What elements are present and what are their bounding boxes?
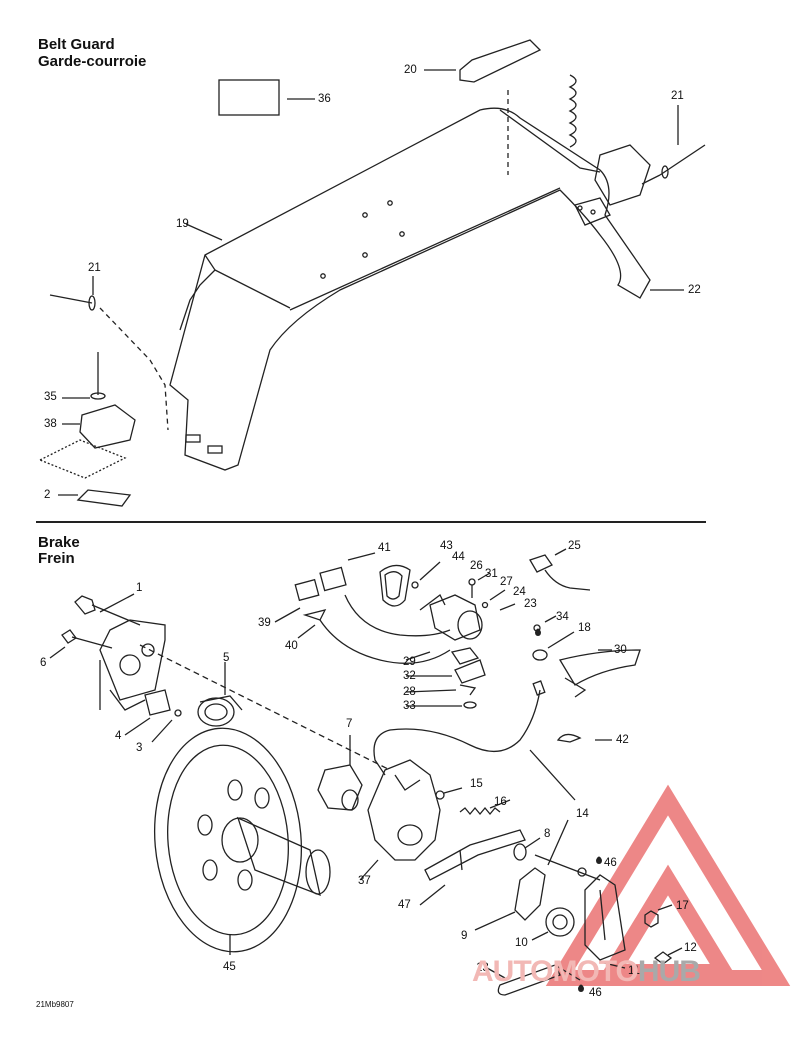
- part-label-33: 33: [403, 700, 416, 712]
- section-divider: [36, 521, 706, 523]
- part-label-29: 29: [403, 656, 416, 668]
- rod-47: [424, 829, 526, 881]
- part-label-41: 41: [378, 542, 391, 554]
- part-label-1: 1: [136, 582, 143, 594]
- part-label-34: 34: [556, 611, 569, 623]
- bushing-5: [197, 697, 235, 727]
- gear-10: [545, 907, 575, 937]
- part-label-16: 16: [494, 796, 507, 808]
- part-label-44: 44: [452, 551, 465, 563]
- brake-title: Brake: [38, 534, 80, 551]
- part-label-37: 37: [358, 875, 371, 887]
- mount-bracket: [594, 144, 651, 206]
- belt-guard-subtitle: Garde-courroie: [38, 53, 147, 70]
- part-label-39: 39: [258, 617, 271, 629]
- part-label-22: 22: [688, 284, 701, 296]
- part-label-6: 6: [40, 657, 47, 669]
- part-label-26: 26: [470, 560, 483, 572]
- brake-disc-45: [153, 727, 303, 953]
- caliper-bracket: [99, 619, 166, 701]
- part-label-46-top: 46: [604, 857, 617, 869]
- part-label-46-bottom: 46: [589, 987, 602, 999]
- part-label-42: 42: [616, 734, 629, 746]
- part-label-3: 3: [136, 742, 143, 754]
- part-label-17: 17: [676, 900, 689, 912]
- belt-guard-body: [169, 107, 651, 471]
- part-label-23: 23: [524, 598, 537, 610]
- part-label-5: 5: [223, 652, 230, 664]
- cotter-pin-13: [497, 964, 561, 996]
- label-decal-36: [218, 79, 280, 116]
- part-label-2: 2: [44, 489, 51, 501]
- part-label-4: 4: [115, 730, 122, 742]
- piston-7: [317, 764, 363, 811]
- part-label-43: 43: [440, 540, 453, 552]
- part-label-40: 40: [285, 640, 298, 652]
- part-label-7: 7: [346, 718, 353, 730]
- part-label-13: 13: [476, 962, 489, 974]
- part-label-18: 18: [578, 622, 591, 634]
- bracket-32: [454, 659, 486, 684]
- spring-16: [459, 806, 501, 816]
- part-label-9: 9: [461, 930, 468, 942]
- brake-cable: [373, 689, 541, 776]
- part-label-20: 20: [404, 64, 417, 76]
- part-label-8: 8: [544, 828, 551, 840]
- brake-subtitle: Frein: [38, 550, 75, 567]
- part-label-14: 14: [576, 808, 589, 820]
- part-label-12: 12: [684, 942, 697, 954]
- part-label-45: 45: [223, 961, 236, 973]
- part-label-35: 35: [44, 391, 57, 403]
- belt-guard-title: Belt Guard: [38, 36, 115, 53]
- part-label-25: 25: [568, 540, 581, 552]
- watermark-part2: HUB: [637, 955, 701, 988]
- decal-20: [459, 39, 542, 83]
- diagram-code: 21Mb9807: [36, 1000, 74, 1009]
- watermark-brand: AUTOMOTOHUB: [472, 955, 701, 989]
- part-label-15: 15: [470, 778, 483, 790]
- connector-39: [294, 578, 320, 602]
- plate-11: [584, 874, 626, 961]
- part-label-11: 11: [628, 965, 640, 977]
- plate-2: [76, 489, 132, 507]
- part-label-31: 31: [485, 568, 498, 580]
- part-label-47: 47: [398, 899, 411, 911]
- watermark-part1: AUTOMOTO: [472, 955, 639, 988]
- part-label-21-top: 21: [671, 90, 684, 102]
- part-label-27: 27: [500, 576, 513, 588]
- part-label-10: 10: [515, 937, 528, 949]
- part-label-32: 32: [403, 670, 416, 682]
- brake-lever-housing: [429, 594, 481, 641]
- part-label-24: 24: [513, 586, 526, 598]
- watermark-logo-graphic: [545, 784, 791, 986]
- part-label-21-left: 21: [88, 262, 101, 274]
- grip-43: [379, 564, 411, 607]
- shaft: [236, 816, 321, 897]
- part-label-30: 30: [614, 644, 627, 656]
- part-label-19: 19: [176, 218, 189, 230]
- part-label-28: 28: [403, 686, 416, 698]
- clip-38: [79, 404, 136, 449]
- switch-25: [529, 554, 553, 573]
- brake-handle-30: [558, 649, 641, 686]
- part-label-36: 36: [318, 93, 331, 105]
- spring-top: [568, 74, 577, 148]
- part-label-38: 38: [44, 418, 57, 430]
- connector-41: [319, 566, 347, 592]
- lever-9: [514, 867, 546, 921]
- caliper-37: [367, 759, 441, 861]
